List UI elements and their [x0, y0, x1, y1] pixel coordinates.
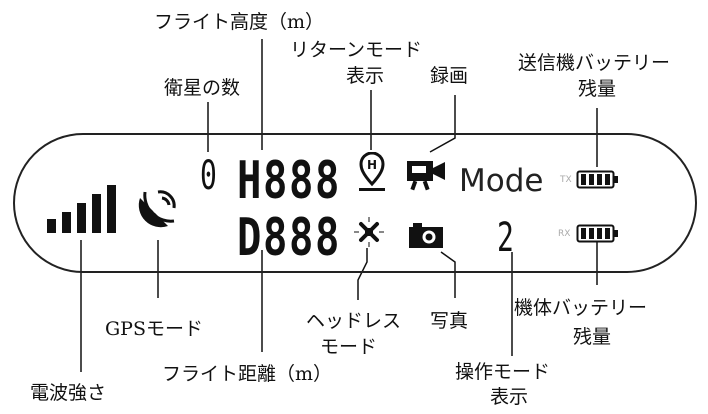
lcd-panel	[13, 133, 697, 273]
photo-camera-icon	[409, 223, 443, 248]
altitude-value: 888	[262, 151, 341, 211]
leader-photo	[440, 251, 456, 298]
label-headless-2: モード	[320, 336, 378, 358]
rx-battery-bar	[605, 228, 610, 239]
label-recording: 録画	[430, 65, 469, 87]
label-return-mode-1: リターンモード	[290, 39, 423, 61]
altitude-readout: H888	[237, 155, 341, 207]
label-flight-altitude: フライト高度（m）	[154, 11, 325, 33]
label-control-mode-1: 操作モード	[455, 361, 551, 383]
rx-battery-icon	[576, 224, 618, 243]
label-body-battery-2: 残量	[573, 326, 612, 348]
label-flight-distance: フライト距離（m）	[162, 363, 333, 385]
rx-battery-bar	[597, 228, 602, 239]
label-return-mode-2: 表示	[346, 65, 385, 87]
gps-satellite-icon	[138, 190, 176, 228]
tx-battery-bar	[581, 174, 586, 185]
altitude-prefix: H	[237, 151, 263, 211]
label-gps-mode: GPSモード	[105, 318, 203, 340]
tx-battery-icon	[576, 170, 618, 189]
return-home-icon: H	[359, 152, 385, 191]
label-control-mode-2: 表示	[490, 386, 529, 408]
control-mode-value: 2	[497, 215, 514, 261]
video-camera-icon	[407, 161, 445, 191]
rx-battery-bar	[581, 228, 586, 239]
return-home-letter: H	[367, 158, 377, 172]
mode-label: Mode	[459, 163, 544, 199]
signal-bars-icon	[47, 185, 116, 233]
label-body-battery-1: 機体バッテリー	[514, 297, 648, 319]
label-tx-battery-2: 残量	[578, 78, 617, 100]
label-signal-strength: 電波強さ	[30, 382, 107, 404]
tx-battery-bar	[597, 174, 602, 185]
label-satellite-count: 衛星の数	[164, 77, 241, 99]
label-tx-battery-1: 送信機バッテリー	[518, 52, 671, 74]
label-photo: 写真	[430, 310, 469, 332]
rx-tag: RX	[558, 229, 571, 239]
distance-prefix: D	[237, 208, 263, 268]
label-headless-1: ヘッドレス	[306, 310, 402, 332]
satellite-count-value: 0	[200, 153, 217, 199]
distance-value: 888	[262, 208, 341, 268]
tx-tag: TX	[560, 175, 572, 185]
distance-readout: D888	[237, 212, 341, 264]
tx-battery-bar	[589, 174, 594, 185]
tx-battery-bar	[605, 174, 610, 185]
drone-headless-icon	[354, 217, 384, 247]
leader-record	[429, 95, 456, 153]
rx-battery-bar	[589, 228, 594, 239]
